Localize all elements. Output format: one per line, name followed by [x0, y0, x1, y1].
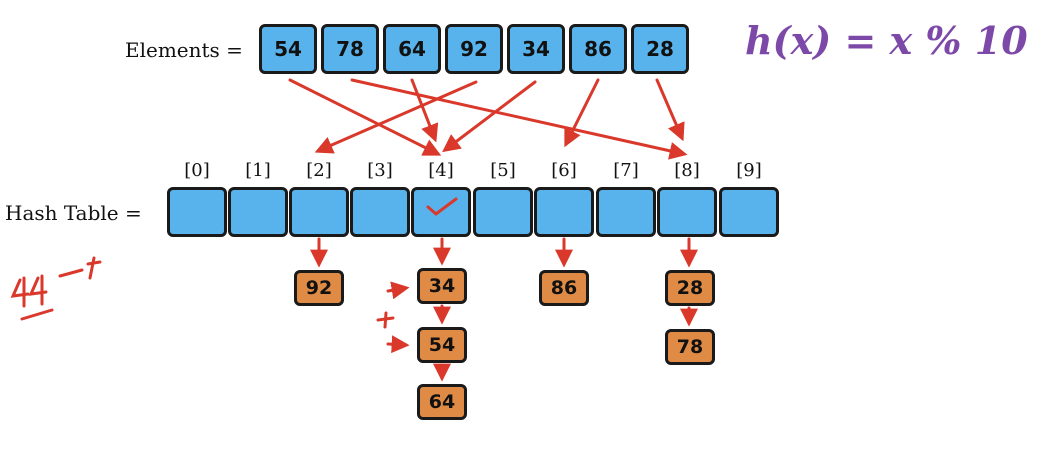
hand-arrow-34 — [386, 281, 410, 300]
handwritten-four-2 — [28, 274, 48, 306]
arrow-28-to-slot8 — [655, 78, 685, 142]
chain-node-86: 86 — [539, 270, 589, 306]
arrow-92-to-slot2 — [314, 80, 478, 154]
elements-label: Elements = — [125, 38, 243, 62]
slot-0 — [167, 187, 227, 237]
index-8: [8] — [674, 160, 700, 181]
element-78: 78 — [321, 24, 379, 74]
chain-node-34: 34 — [417, 268, 467, 304]
slot-2 — [289, 187, 349, 237]
index-1: [1] — [245, 160, 271, 181]
index-5: [5] — [490, 160, 516, 181]
element-86: 86 — [569, 24, 627, 74]
chain-node-92: 92 — [294, 270, 344, 306]
element-64: 64 — [383, 24, 441, 74]
handwritten-x — [86, 256, 102, 280]
slot-1 — [228, 187, 288, 237]
hash-formula: h(x) = x % 10 — [745, 18, 1028, 63]
slot-7 — [596, 187, 656, 237]
index-4: [4] — [428, 160, 454, 181]
index-6: [6] — [551, 160, 577, 181]
arrow-54-to-slot4 — [288, 78, 442, 156]
slot-9 — [719, 187, 779, 237]
arrow-64-to-slot4 — [410, 78, 439, 143]
handwritten-four-1 — [10, 276, 30, 308]
element-34: 34 — [507, 24, 565, 74]
chain-node-78: 78 — [665, 329, 715, 365]
index-7: [7] — [613, 160, 639, 181]
index-0: [0] — [184, 160, 210, 181]
handwritten-dash-arrow — [58, 268, 84, 278]
chain-node-28: 28 — [665, 270, 715, 306]
element-54: 54 — [259, 24, 317, 74]
hash-table-label: Hash Table = — [5, 201, 142, 225]
slot-5 — [473, 187, 533, 237]
index-9: [9] — [736, 160, 762, 181]
chain-node-54: 54 — [417, 327, 467, 363]
slot-6 — [534, 187, 594, 237]
arrow-34-to-slot4 — [442, 80, 537, 153]
arrow-78-to-slot8 — [350, 78, 688, 160]
hand-arrow-54 — [386, 335, 410, 354]
chain-node-64: 64 — [417, 384, 467, 420]
index-3: [3] — [367, 160, 393, 181]
handwritten-underline — [20, 308, 54, 321]
slot-8 — [657, 187, 717, 237]
element-28: 28 — [631, 24, 689, 74]
element-92: 92 — [445, 24, 503, 74]
checkmark-icon — [426, 197, 458, 216]
slot-3 — [350, 187, 410, 237]
index-2: [2] — [306, 160, 332, 181]
cross-mark-icon — [376, 311, 395, 329]
arrow-86-to-slot6 — [564, 78, 600, 148]
